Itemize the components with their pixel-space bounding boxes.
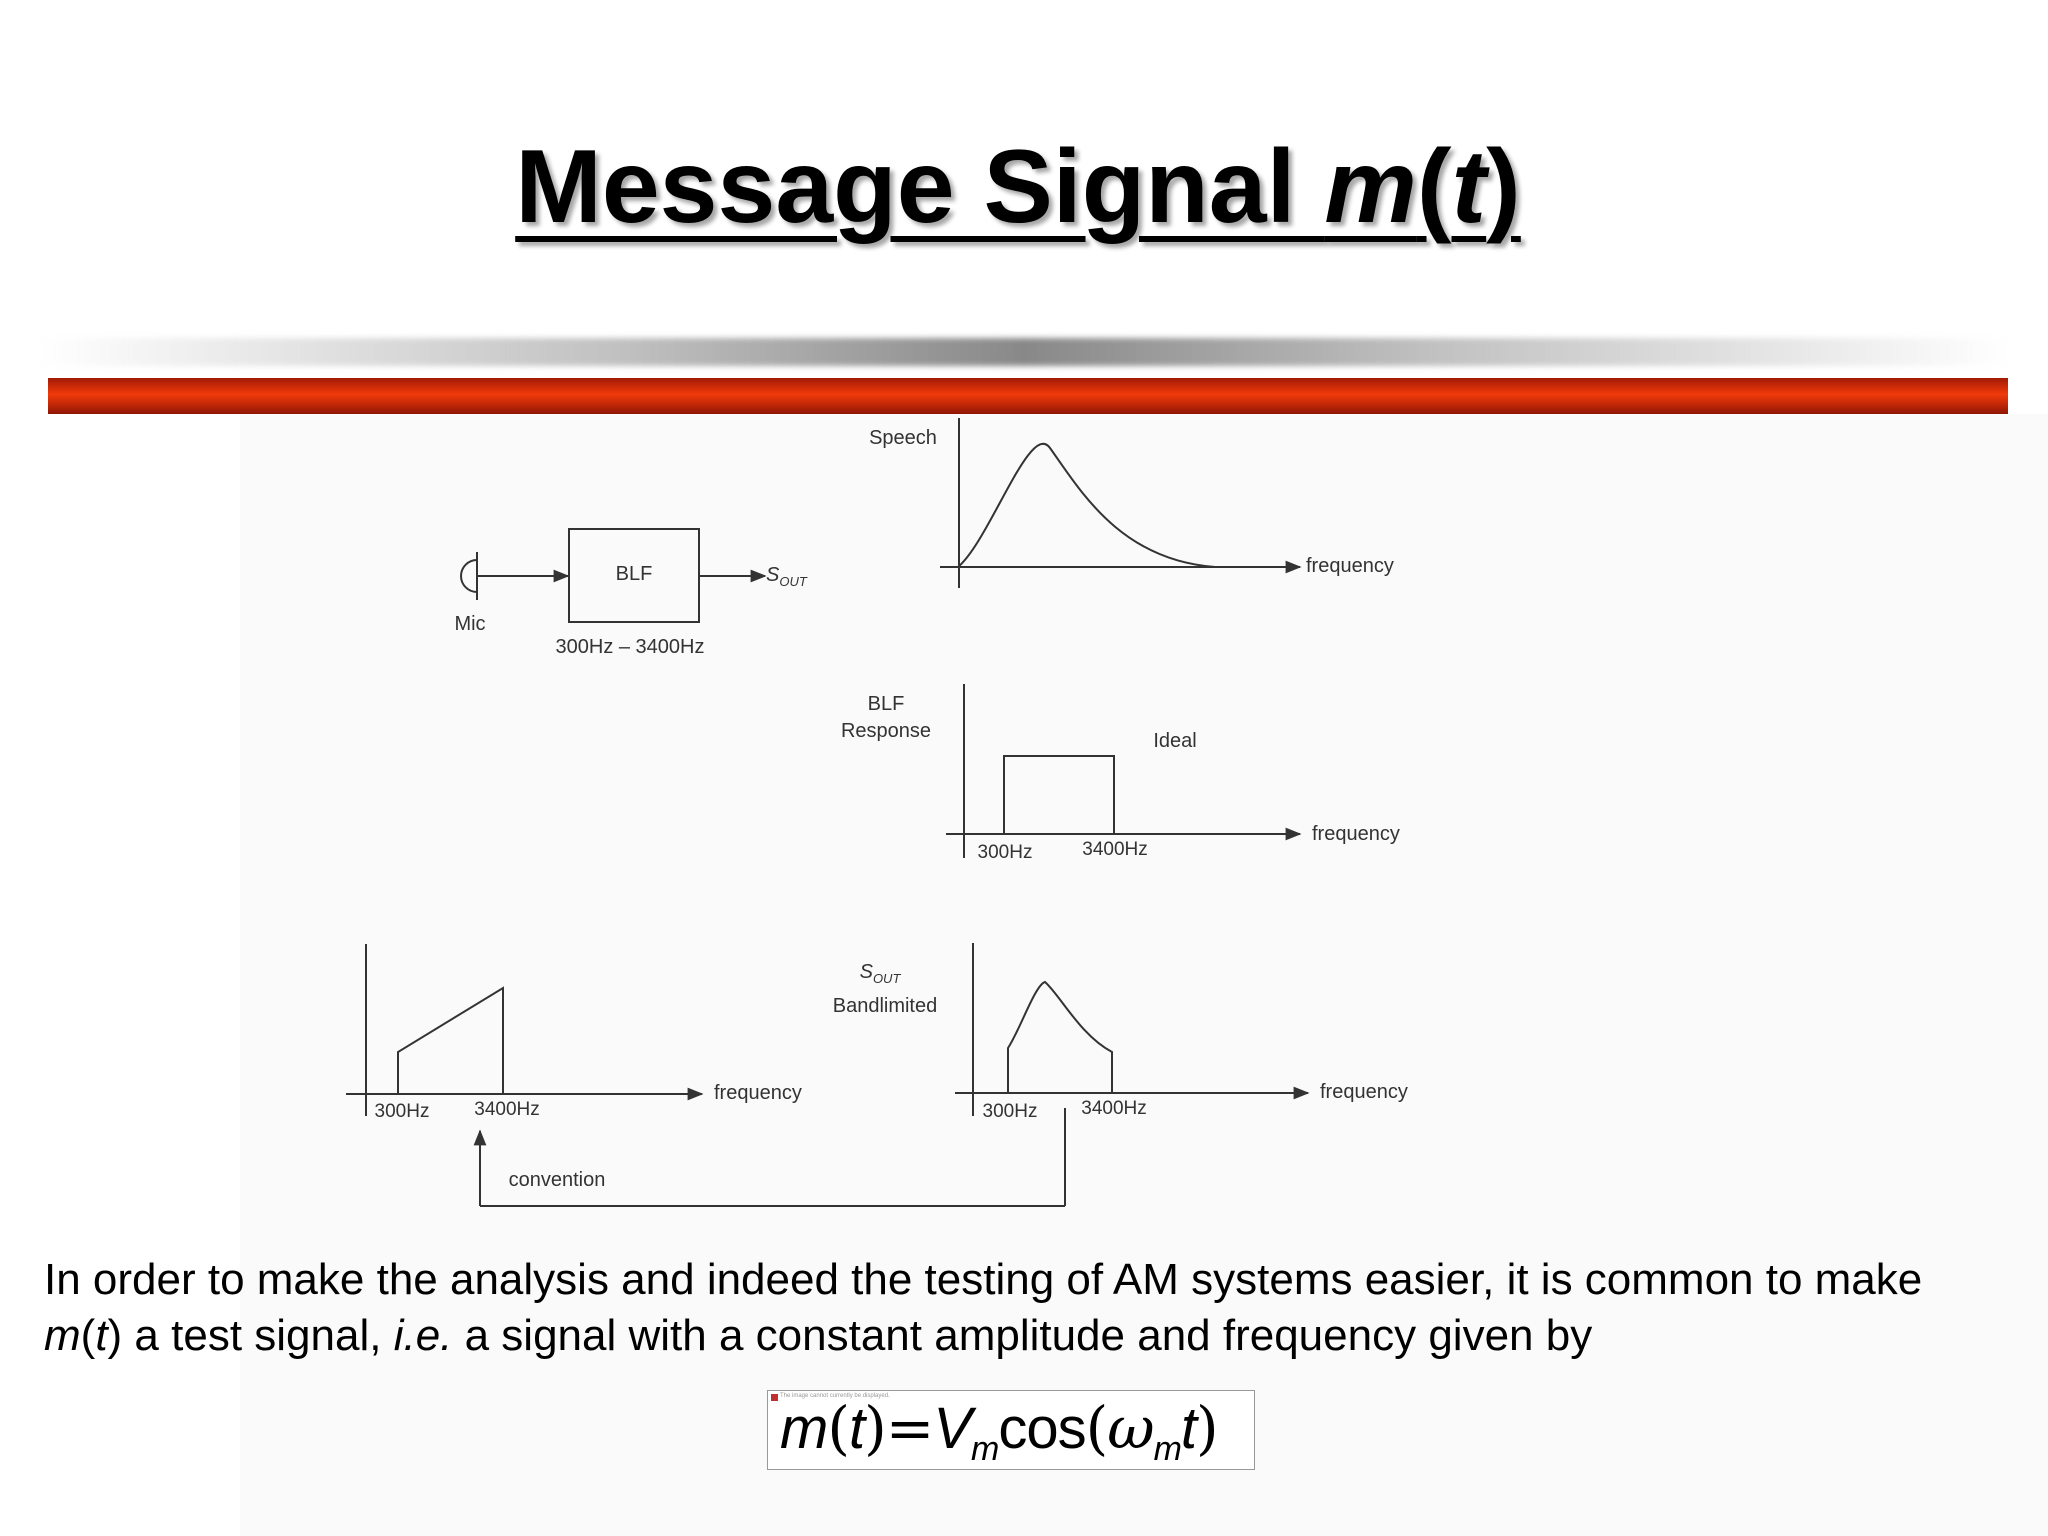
convention-label: convention [509, 1169, 606, 1191]
tick-300-sout: 300Hz [983, 1101, 1038, 1122]
speech-spectrum [940, 418, 1302, 588]
formula-omega: ω [1107, 1394, 1154, 1462]
blf-box-label: BLF [616, 563, 653, 585]
mic-label: Mic [454, 613, 485, 635]
convention-spectrum [346, 944, 1066, 1207]
speech-curve [957, 443, 1216, 568]
sout-bandlimited-label: Bandlimited [833, 995, 938, 1017]
broken-image-note: The image cannot currently be displayed. [780, 1393, 890, 1399]
formula-lparen-2: ( [1085, 1394, 1109, 1462]
formula-sub-m1: m [971, 1430, 999, 1468]
title-m: m [1324, 129, 1417, 245]
body-line-1: In order to make the analysis and indeed… [44, 1255, 1923, 1304]
formula-t: t [848, 1396, 865, 1461]
formula-cos: cos [998, 1396, 1086, 1461]
title-divider-bar [48, 378, 2008, 414]
blf-response [946, 684, 1302, 858]
frequency-label-blf: frequency [1312, 823, 1400, 845]
body-t: t [95, 1311, 108, 1360]
frequency-label-sout: frequency [1320, 1081, 1408, 1103]
frequency-label-convention: frequency [714, 1082, 802, 1104]
formula-box: The image cannot currently be displayed.… [767, 1390, 1255, 1470]
tick-3400-blf: 3400Hz [1082, 839, 1148, 860]
formula-V: V [933, 1396, 972, 1461]
sout-label: SOUT [766, 564, 808, 589]
mic-icon [460, 559, 478, 593]
speech-label: Speech [869, 427, 937, 449]
body-line-2: m(t) a test signal, i.e. a signal with a… [44, 1308, 2024, 1364]
tick-3400-convention: 3400Hz [474, 1099, 540, 1120]
formula-sub-m2: m [1153, 1430, 1182, 1468]
ideal-label: Ideal [1153, 730, 1196, 752]
body-open-paren: ( [80, 1311, 96, 1360]
blf-response-label-1: BLF [868, 693, 905, 715]
blf-response-label-2: Response [841, 720, 931, 742]
mic-blf-block [460, 528, 767, 623]
title-t: t [1451, 129, 1487, 245]
body-end: a signal with a constant amplitude and f… [452, 1311, 1593, 1360]
slide-title: Message Signal m(t) [0, 128, 2036, 247]
formula-equals: = [885, 1394, 935, 1462]
body-close-paren: ) [107, 1311, 123, 1360]
blf-box [568, 528, 700, 623]
blf-ideal-passband [1003, 755, 1115, 834]
sout-bandlimited-spectrum [955, 943, 1310, 1116]
tick-3400-sout: 3400Hz [1081, 1098, 1147, 1119]
body-mid: a test signal, [122, 1311, 394, 1360]
broken-image-icon [771, 1394, 778, 1401]
body-paragraph: In order to make the analysis and indeed… [44, 1252, 2024, 1364]
formula: m(t)=Vmcos(ωmt) [780, 1391, 1219, 1468]
title-open-paren: ( [1416, 129, 1452, 245]
body-ie: i.e. [393, 1311, 453, 1360]
body-m: m [44, 1311, 81, 1360]
tick-300-convention: 300Hz [375, 1101, 430, 1122]
title-divider-shadow [40, 338, 2010, 366]
sout-bandlimited-curve [1007, 980, 1113, 1093]
diagram-panel [240, 414, 2048, 1536]
tick-300-blf: 300Hz [978, 842, 1033, 863]
formula-t-2: t [1180, 1396, 1197, 1461]
title-text: Message Signal [515, 129, 1325, 245]
formula-rparen-2: ) [1196, 1394, 1219, 1462]
formula-rparen: ) [864, 1394, 887, 1462]
formula-m: m [780, 1396, 828, 1461]
formula-lparen: ( [827, 1394, 850, 1462]
frequency-label-speech: frequency [1306, 555, 1394, 577]
title-close-paren: ) [1486, 129, 1521, 245]
convention-triangle [397, 986, 504, 1094]
signal-diagram: Mic BLF 300Hz – 3400Hz SOUT Speech frequ… [346, 418, 1408, 1207]
sout-bandlimited-title: SOUT [860, 961, 902, 986]
blf-range-label: 300Hz – 3400Hz [556, 636, 705, 658]
